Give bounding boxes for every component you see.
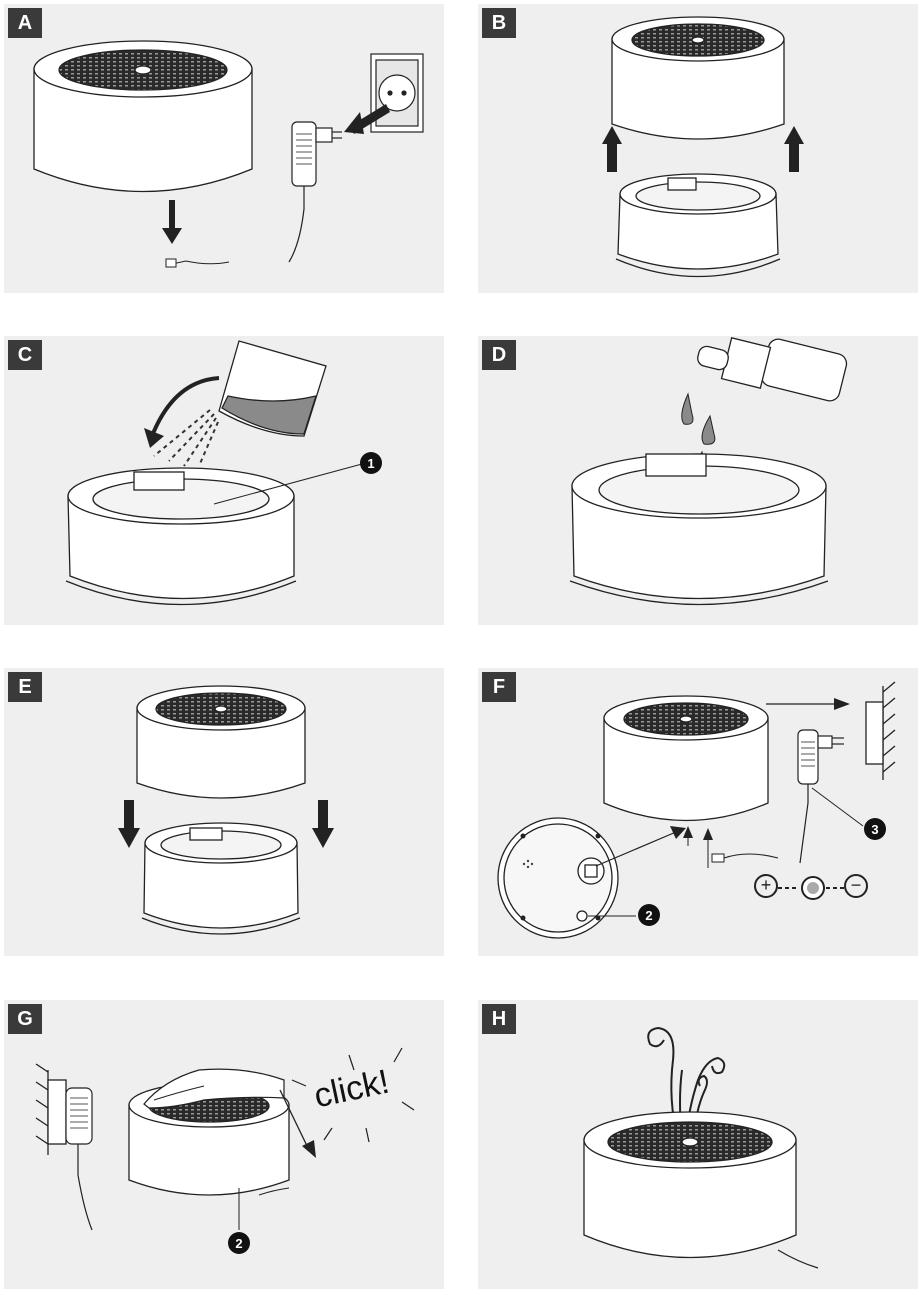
polarity-minus-icon: − — [844, 874, 868, 898]
callout-badge-3: 3 — [864, 818, 886, 840]
step-label-b: B — [482, 8, 516, 38]
panel-h: H — [478, 1000, 918, 1289]
step-label-c: C — [8, 340, 42, 370]
step-label-f: F — [482, 672, 516, 702]
step-label-h: H — [482, 1004, 516, 1034]
panel-f: F — [478, 668, 918, 956]
lift-lid-illustration — [602, 16, 804, 278]
panel-g: G click! — [4, 1000, 444, 1289]
callout-badge-2: 2 — [638, 904, 660, 926]
step-label-a: A — [8, 8, 42, 38]
step-label-e: E — [8, 672, 42, 702]
panel-e: E — [4, 668, 444, 956]
press-button-illustration — [35, 1047, 415, 1231]
panel-b: B — [478, 4, 918, 293]
panel-c: C 1 — [4, 336, 444, 625]
polarity-plus-icon: + — [754, 874, 778, 898]
diffuser-unplugged-illustration — [33, 40, 424, 268]
panel-d: D — [478, 336, 918, 625]
fill-water-illustration — [65, 340, 363, 606]
panel-a: A — [4, 4, 444, 293]
callout-badge-2-g: 2 — [228, 1232, 250, 1254]
replace-lid-illustration — [118, 685, 334, 935]
callout-badge-1: 1 — [360, 452, 382, 474]
step-label-d: D — [482, 340, 516, 370]
mist-output-illustration — [583, 1026, 819, 1269]
connect-power-illustration — [497, 681, 896, 939]
step-label-g: G — [8, 1004, 42, 1034]
add-oil-illustration — [569, 336, 848, 606]
polarity-center-icon — [778, 876, 844, 900]
